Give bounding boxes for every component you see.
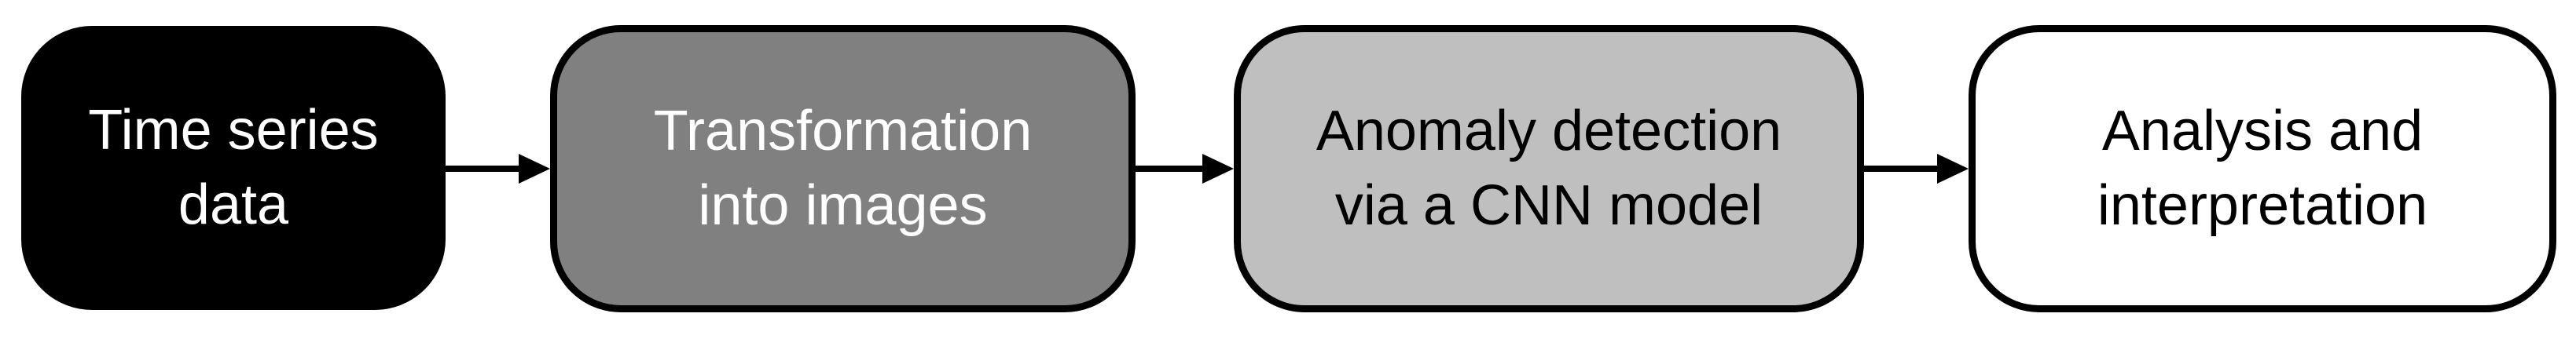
flow-arrow-1 [446,154,550,184]
arrowhead-icon [1202,154,1234,184]
arrowhead-icon [519,154,550,184]
flow-step-label: Time series data [88,99,379,236]
flow-step-anomaly-detection-cnn: Anomaly detection via a CNN model [1234,25,1864,312]
flow-step-transformation-into-images: Transformation into images [550,25,1136,312]
flow-step-time-series-data: Time series data [21,26,446,310]
flow-step-label: Anomaly detection via a CNN model [1316,100,1782,237]
flow-step-label: Transformation into images [653,100,1033,237]
flow-step-analysis-interpretation: Analysis and interpretation [1969,25,2556,312]
arrow-shaft [446,166,522,172]
flow-arrow-3 [1864,154,1969,184]
arrow-shaft [1136,166,1205,172]
flow-step-label: Analysis and interpretation [2097,100,2428,237]
arrowhead-icon [1937,154,1969,184]
flow-arrow-2 [1136,154,1234,184]
arrow-shaft [1864,166,1940,172]
